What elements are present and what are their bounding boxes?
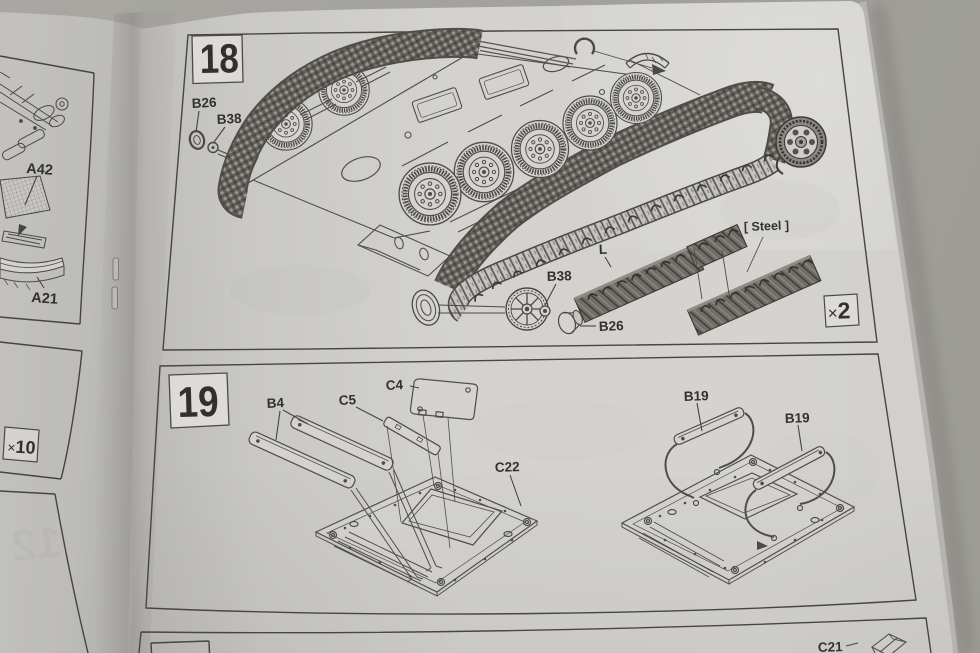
svg-text:B26: B26 bbox=[191, 95, 217, 111]
svg-text:A21: A21 bbox=[31, 290, 59, 308]
svg-text:A42: A42 bbox=[26, 161, 54, 179]
svg-text:18: 18 bbox=[199, 35, 239, 82]
svg-text:B38: B38 bbox=[216, 111, 242, 127]
svg-text:×2: ×2 bbox=[827, 297, 851, 324]
svg-text:B4: B4 bbox=[266, 395, 285, 411]
svg-text:[ Steel ]: [ Steel ] bbox=[744, 218, 790, 234]
svg-text:C22: C22 bbox=[495, 459, 520, 475]
svg-text:C4: C4 bbox=[385, 377, 404, 393]
svg-text:19: 19 bbox=[177, 378, 219, 427]
svg-text:×10: ×10 bbox=[7, 436, 37, 458]
svg-text:12: 12 bbox=[9, 517, 63, 571]
svg-text:B19: B19 bbox=[785, 410, 810, 426]
svg-text:L: L bbox=[599, 242, 608, 257]
svg-text:C5: C5 bbox=[338, 392, 357, 408]
svg-text:B38: B38 bbox=[547, 268, 573, 284]
svg-text:B26: B26 bbox=[599, 318, 625, 334]
svg-text:B19: B19 bbox=[684, 388, 709, 404]
